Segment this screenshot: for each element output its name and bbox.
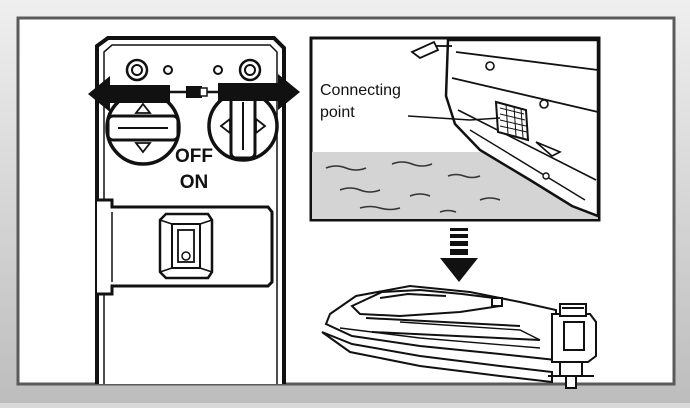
pin-hole	[213, 65, 223, 75]
hull-detail-inset: Connecting point	[309, 36, 601, 222]
arrow-right-icon	[218, 74, 300, 110]
lower-cover	[97, 198, 274, 296]
screw-icon	[238, 58, 262, 82]
arrow-left-icon	[88, 76, 170, 112]
arrow-icon	[535, 141, 562, 157]
switch-off-label: OFF	[175, 146, 213, 167]
watercraft-illustration	[321, 284, 597, 389]
arrow-down-icon	[440, 228, 478, 282]
screw-icon	[125, 58, 149, 82]
switch-on-label: ON	[180, 172, 209, 193]
water-ripples	[325, 161, 501, 213]
right-rotary-knob	[207, 90, 279, 162]
connecting-point-plate	[494, 100, 530, 142]
switch-plate: OFF ON	[88, 36, 300, 384]
left-rotary-knob	[105, 90, 181, 166]
connecting-point-label: Connecting point	[320, 82, 401, 121]
connector-icon	[168, 86, 218, 98]
leader-line	[407, 115, 501, 121]
pin-hole	[163, 65, 173, 75]
